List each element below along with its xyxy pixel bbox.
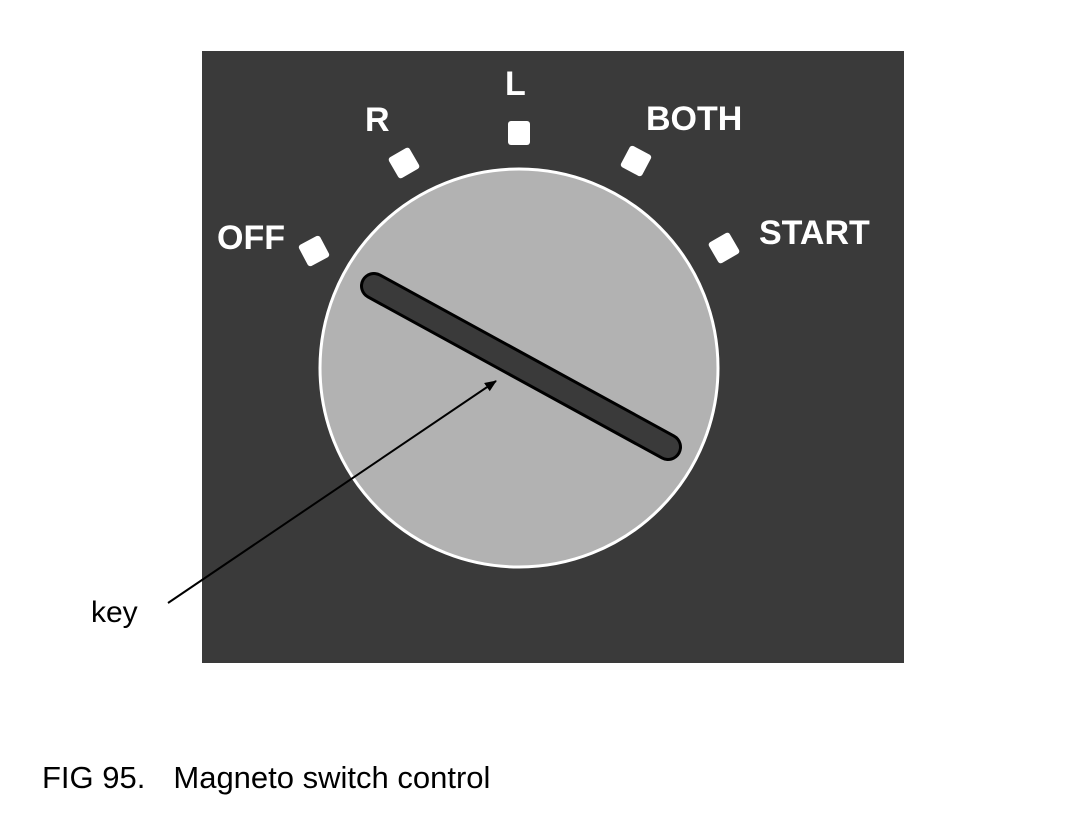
key-callout-arrow	[167, 380, 497, 604]
r-label: R	[365, 101, 390, 139]
both-label: BOTH	[646, 100, 742, 138]
key-callout-label: key	[91, 596, 138, 629]
l-label: L	[505, 65, 526, 103]
off-label: OFF	[217, 219, 285, 257]
start-label: START	[759, 214, 870, 252]
figure-caption: FIG 95. Magneto switch control	[42, 760, 490, 796]
key-slot-fill	[363, 275, 679, 458]
r-marker	[388, 147, 420, 179]
both-marker	[620, 145, 652, 177]
figure-title: Magneto switch control	[173, 760, 491, 795]
off-marker	[298, 235, 330, 267]
start-marker	[708, 232, 740, 264]
figure-number: FIG 95.	[42, 760, 146, 795]
l-marker	[508, 121, 530, 145]
